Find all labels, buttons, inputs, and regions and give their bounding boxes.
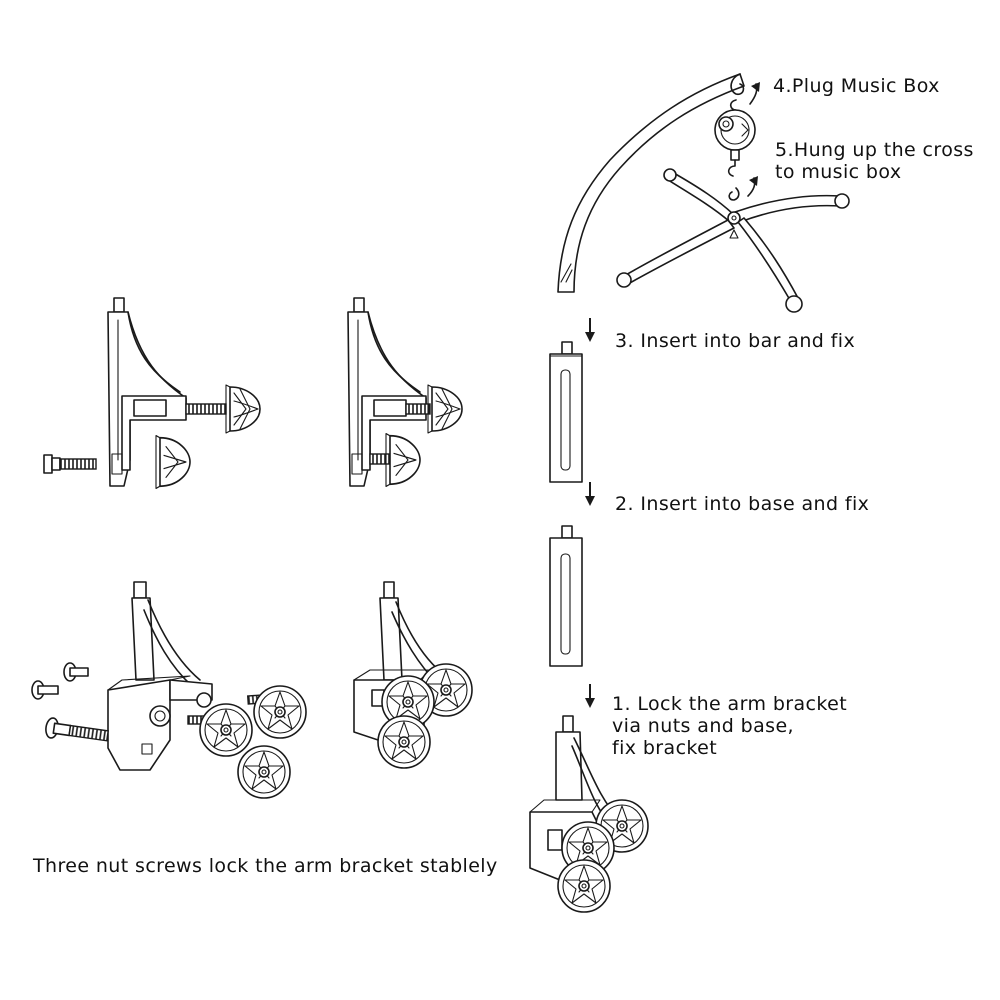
step-2-label: 2. Insert into base and fix (615, 493, 870, 515)
bracket-side-view-assembled (347, 297, 463, 488)
step-5-label: 5.Hung up the cross to music box (775, 139, 974, 183)
down-arrow-icon (584, 481, 596, 507)
down-arrow-icon (584, 683, 596, 709)
bracket-side-view-exploded (43, 297, 261, 490)
bracket-3d-assembled (353, 581, 473, 769)
screw-icon (43, 454, 97, 474)
step-1-label: 1. Lock the arm bracket via nuts and bas… (612, 693, 848, 759)
step-3-label: 3. Insert into bar and fix (615, 330, 856, 352)
step-4-label: 4.Plug Music Box (773, 75, 940, 97)
pole-segment-upper (549, 317, 596, 483)
down-arrow-icon (584, 317, 596, 343)
suction-cup-icon (253, 685, 307, 739)
pole-segment-lower (549, 481, 596, 667)
hanging-arm-and-mobile (557, 73, 850, 313)
bracket-3d-exploded (31, 581, 307, 799)
caption: Three nut screws lock the arm bracket st… (33, 855, 498, 877)
assembled-bracket (529, 683, 649, 913)
suction-cup-icon (225, 384, 261, 434)
music-box-icon (714, 99, 756, 177)
